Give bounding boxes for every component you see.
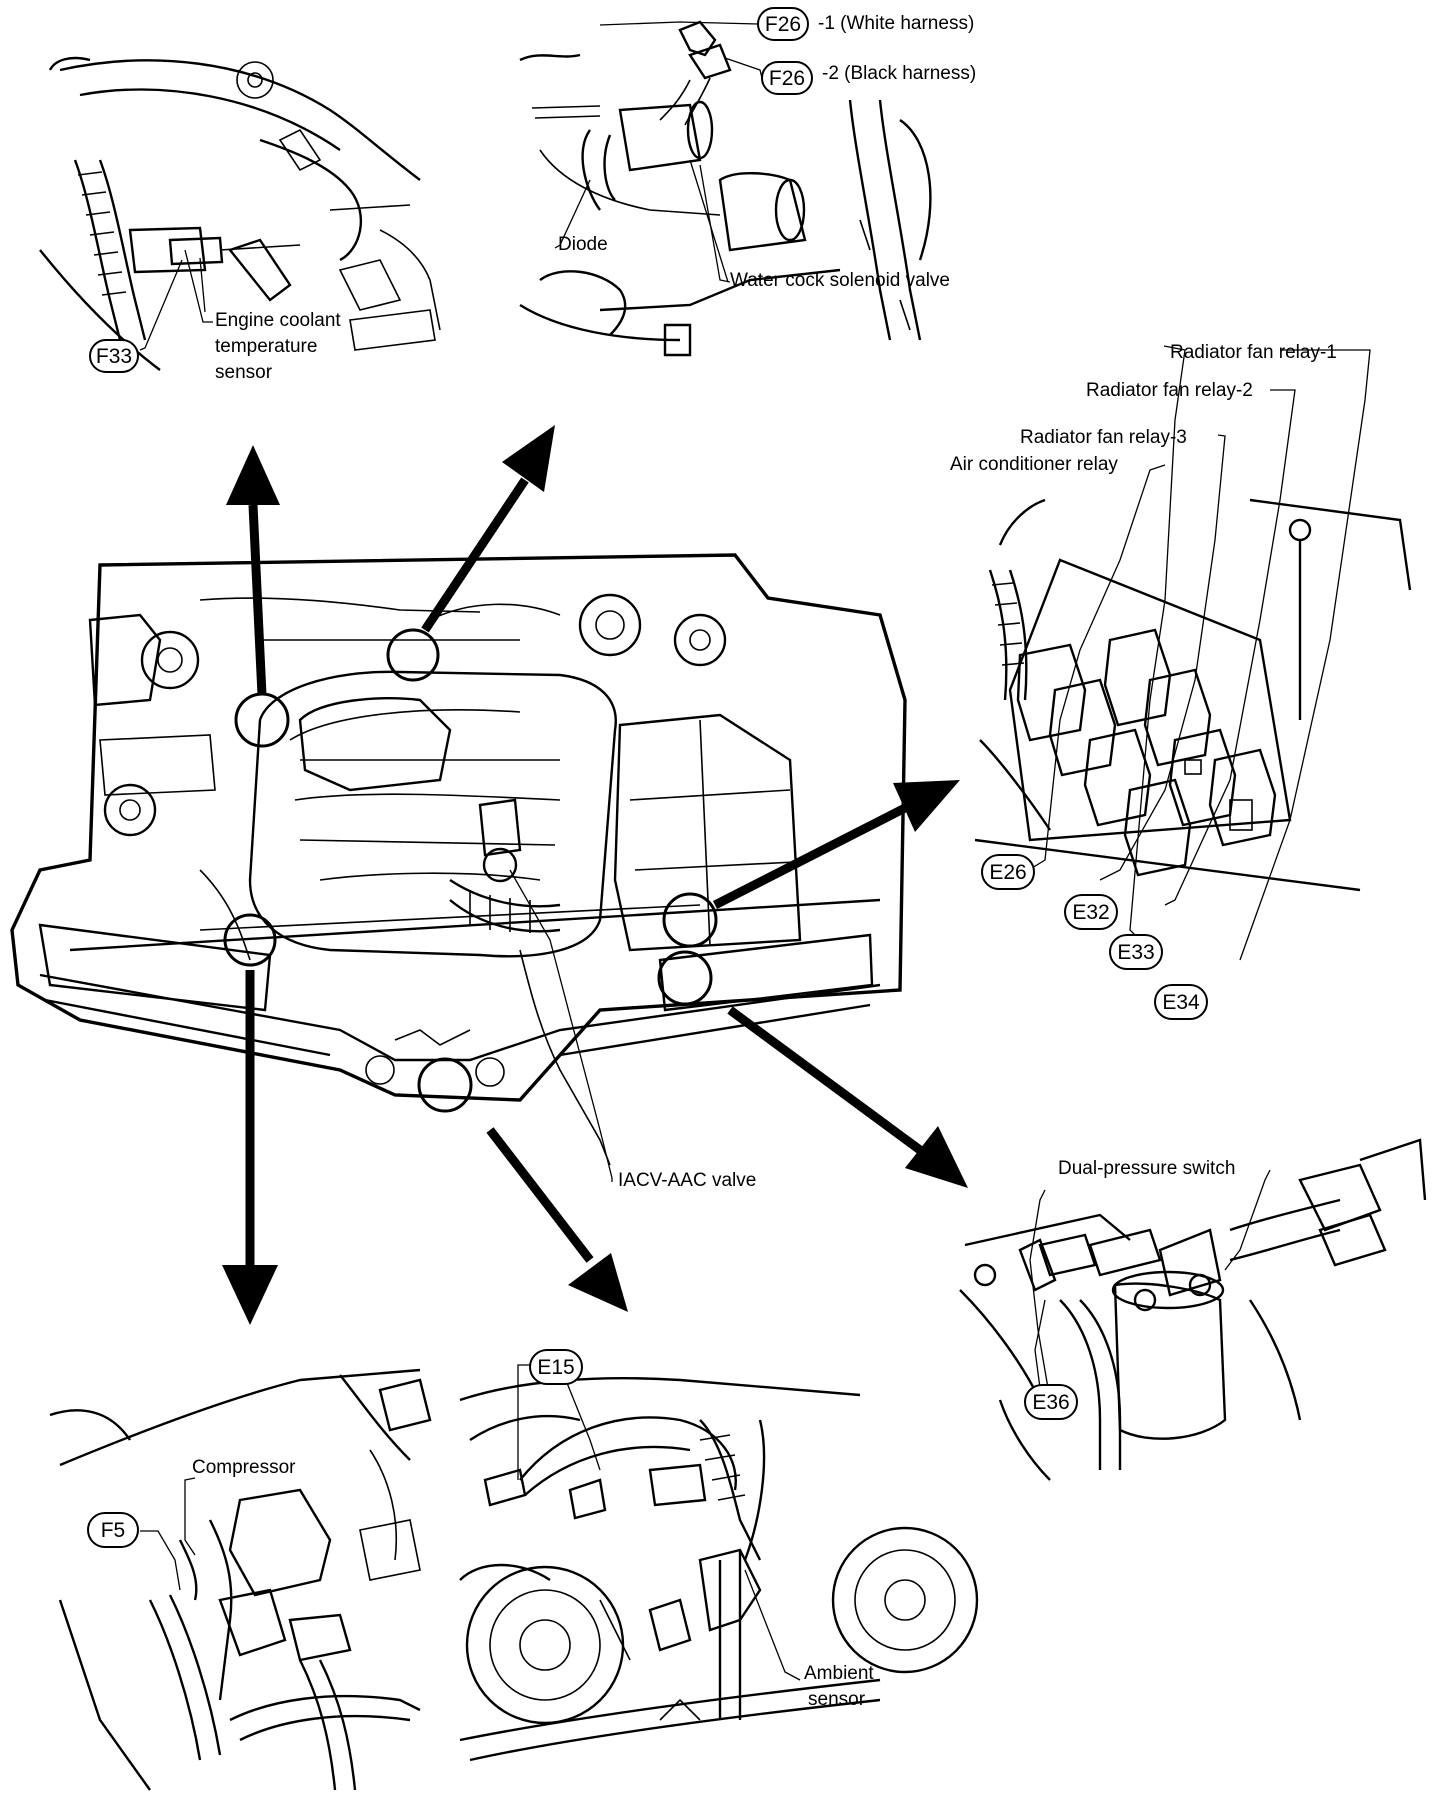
water-cock-solenoid-valve-label: Water cock solenoid valve (730, 270, 950, 291)
connector-e15-label: E15 (537, 1356, 574, 1379)
connector-f33: F33 (89, 339, 139, 373)
arrow-down-center (486, 1127, 628, 1312)
connector-e26-label: E26 (989, 861, 1026, 884)
engine-coolant-label-line-1: Engine coolant (215, 310, 341, 331)
f26-black-harness-label: -2 (Black harness) (822, 63, 976, 84)
inset-relay-box (974, 345, 1412, 961)
dual-pressure-switch-label: Dual-pressure switch (1058, 1158, 1235, 1179)
inset-engine-coolant-temperature-sensor (39, 56, 441, 371)
connector-f26-1-label: F26 (765, 13, 801, 36)
connector-f5-label: F5 (101, 1519, 126, 1542)
connector-f26-white: F26 (757, 7, 809, 41)
arrow-down-left (222, 970, 278, 1325)
connector-e26: E26 (981, 854, 1035, 890)
arrow-down-right-dual-pressure (727, 1006, 968, 1188)
connector-e32: E32 (1064, 894, 1118, 930)
ambient-sensor-label-line-2: sensor (808, 1689, 866, 1710)
iacv-aac-valve-label: IACV-AAC valve (618, 1170, 756, 1191)
connector-e34: E34 (1154, 984, 1208, 1020)
connector-e36: E36 (1024, 1384, 1078, 1420)
inset-water-cock-solenoid-valve (519, 20, 932, 357)
connector-e15: E15 (529, 1349, 583, 1385)
radiator-fan-relay-1-label: Radiator fan relay-1 (1170, 342, 1337, 363)
inset-compressor (49, 1368, 432, 1791)
callout-arrows (222, 425, 968, 1325)
arrow-right-relays (712, 780, 960, 910)
diode-label: Diode (558, 234, 608, 255)
arrow-up-left (226, 445, 280, 696)
inset-ambient-sensor (459, 1364, 979, 1762)
connector-f5: F5 (87, 1512, 139, 1548)
radiator-fan-relay-2-label: Radiator fan relay-2 (1086, 380, 1253, 401)
connector-f26-black: F26 (761, 61, 813, 95)
connector-e36-label: E36 (1032, 1391, 1069, 1414)
ambient-sensor-label-line-1: Ambient (804, 1663, 874, 1684)
connector-e32-label: E32 (1072, 901, 1109, 924)
connector-e33: E33 (1109, 934, 1163, 970)
f26-white-harness-label: -1 (White harness) (818, 13, 974, 34)
engine-compartment-overview (10, 553, 907, 1179)
engine-coolant-label-line-2: temperature (215, 336, 317, 357)
inset-dual-pressure-switch (959, 1138, 1427, 1481)
air-conditioner-relay-label: Air conditioner relay (950, 454, 1118, 475)
connector-e33-label: E33 (1117, 941, 1154, 964)
connector-e34-label: E34 (1162, 991, 1200, 1014)
engine-coolant-label-line-3: sensor (215, 362, 273, 383)
radiator-fan-relay-3-label: Radiator fan relay-3 (1020, 427, 1187, 448)
relay-cubes (1016, 628, 1277, 877)
compressor-label: Compressor (192, 1457, 296, 1478)
arrow-up-center (421, 425, 555, 633)
connector-f26-2-label: F26 (769, 67, 805, 90)
connector-f33-label: F33 (96, 345, 132, 368)
